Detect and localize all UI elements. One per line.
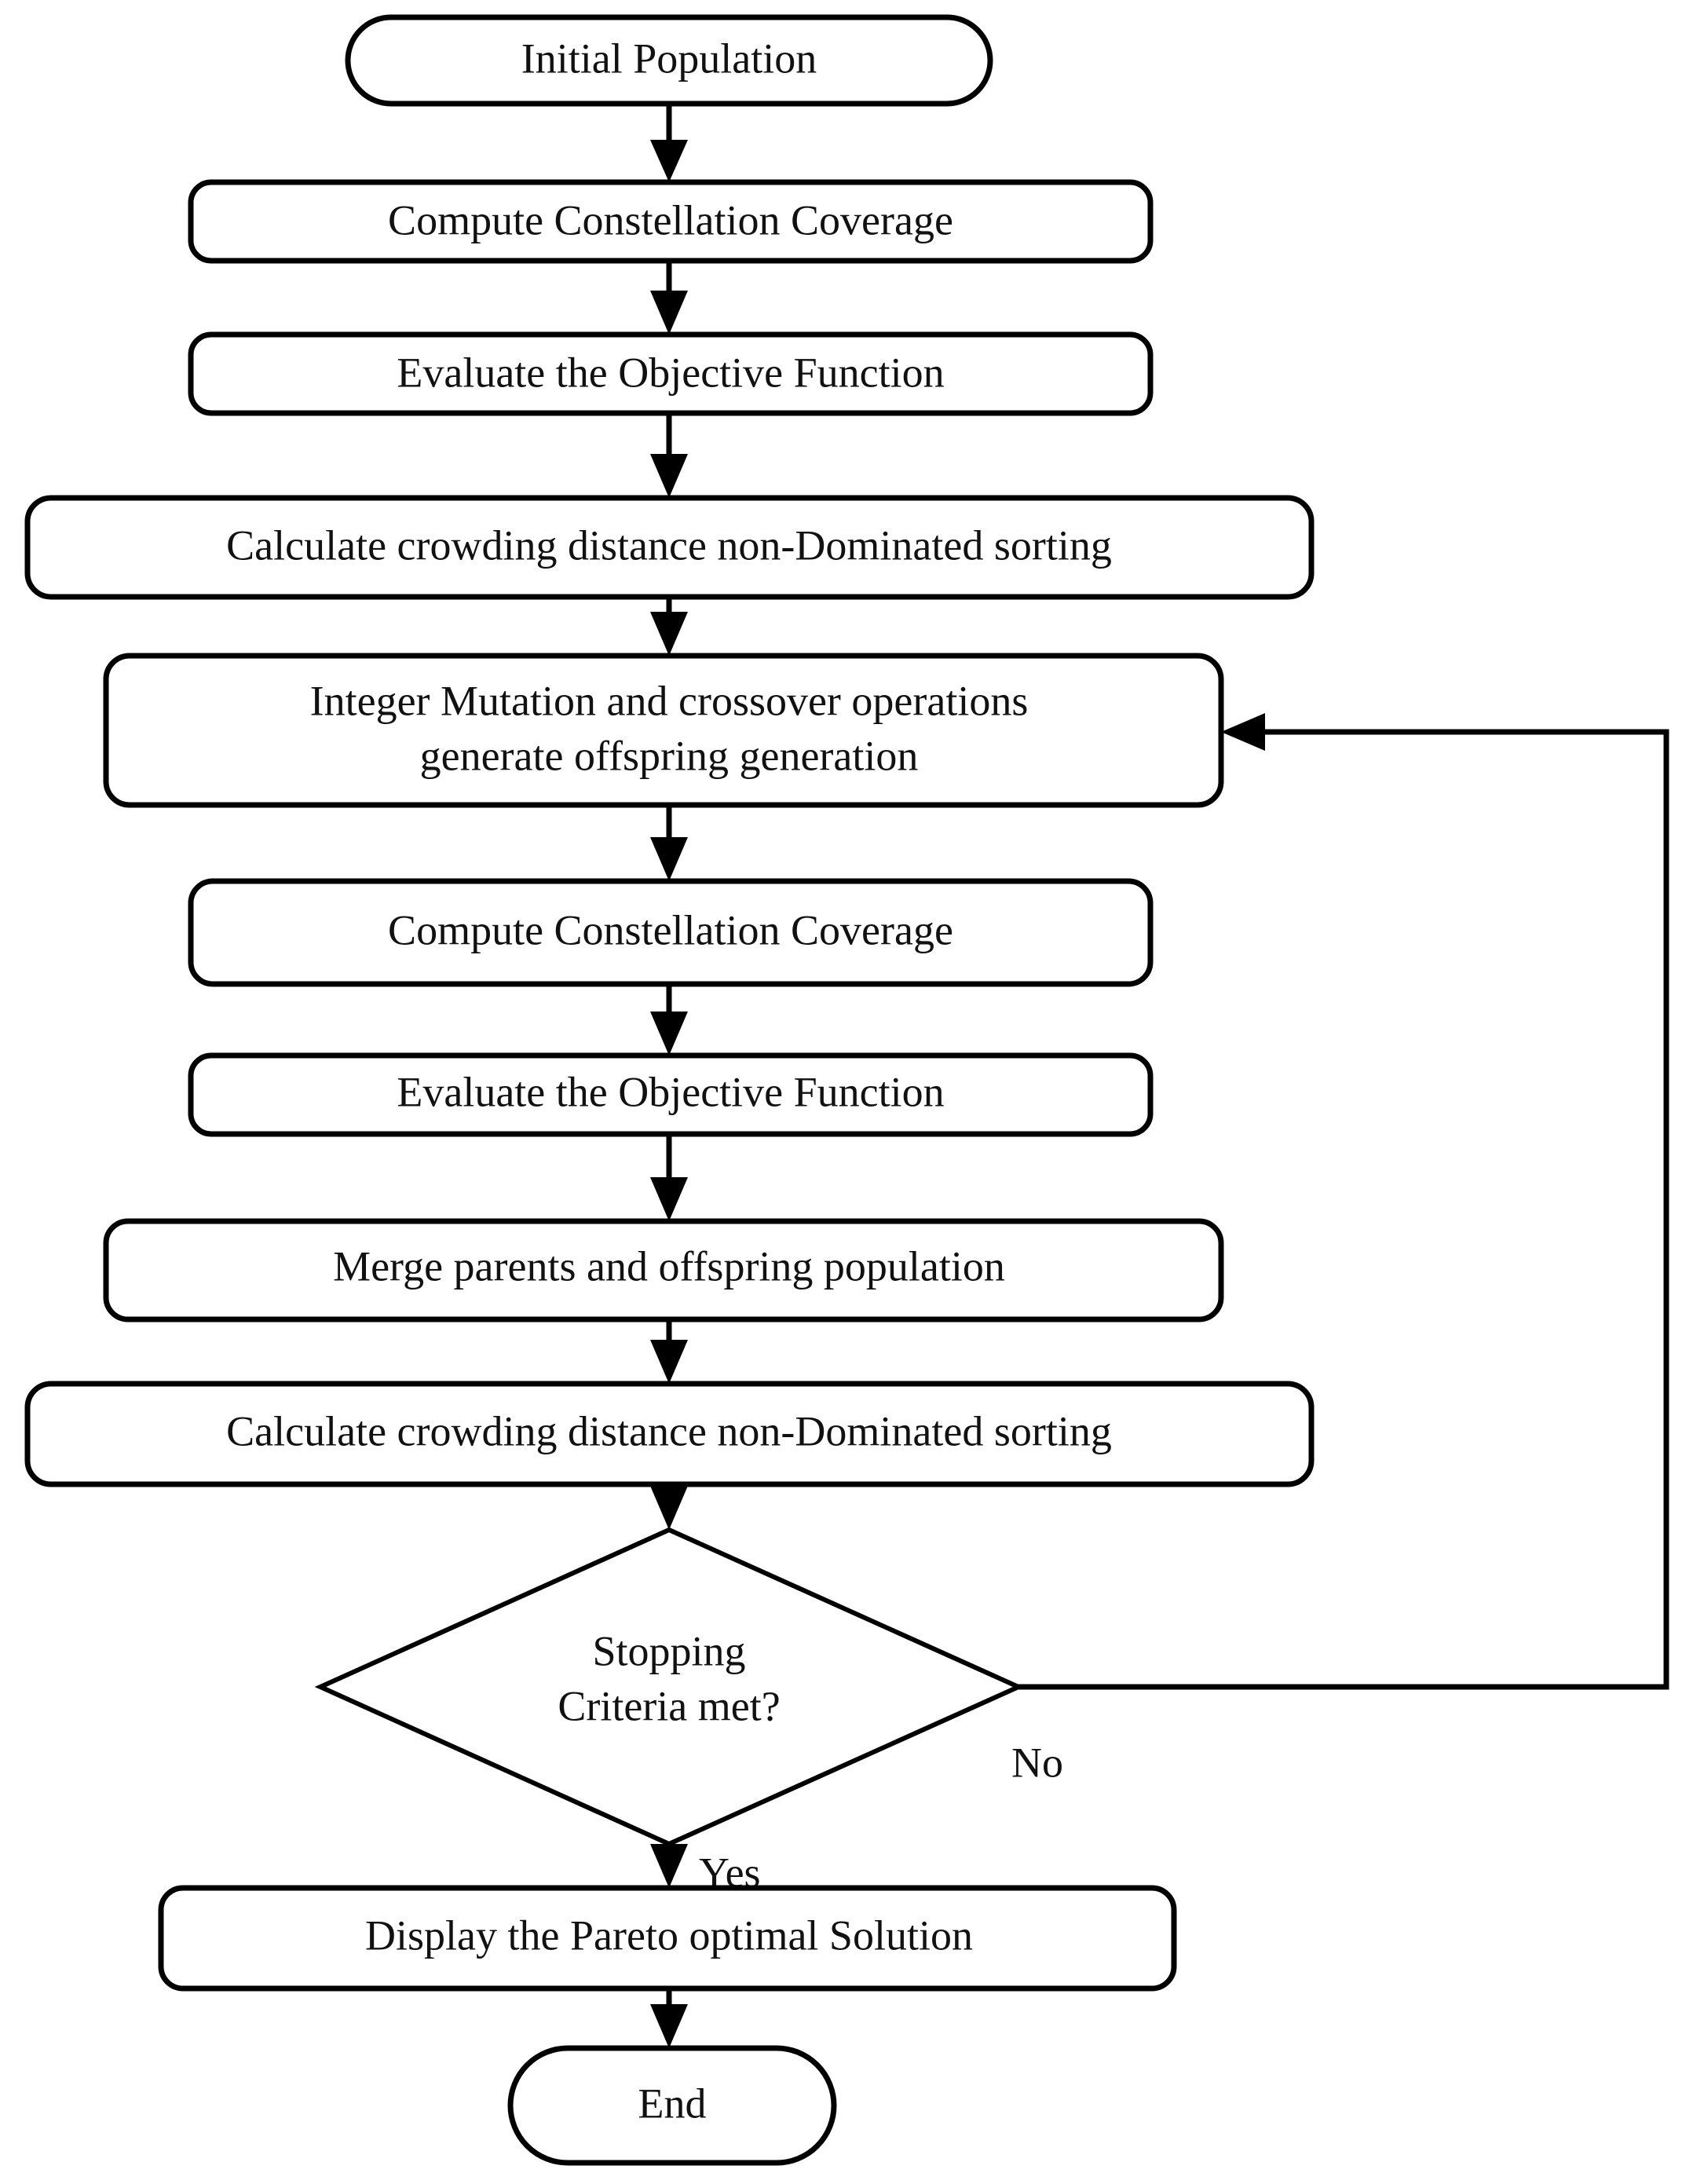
node-end[interactable]: End [507,2045,837,2166]
edge-compute-coverage-1-to-evaluate-1 [650,261,688,335]
edge-merge-to-crowding-sort-2 [650,1319,688,1384]
edge-compute-coverage-2-to-evaluate-2 [650,984,688,1055]
node-integer-mutation-crossover-line2: generate offspring generation [420,732,919,779]
node-evaluate-objective-function-1[interactable]: Evaluate the Objective Function [188,331,1154,416]
edge-evaluate-1-to-crowding-sort-1 [650,413,688,498]
node-crowding-distance-sorting-1-label: Calculate crowding distance non-Dominate… [226,521,1112,569]
node-merge-population-label: Merge parents and offspring population [333,1242,1005,1290]
node-stopping-criteria-decision[interactable]: Stopping Criteria met? [314,1527,1025,1847]
node-compute-constellation-coverage-1-label: Compute Constellation Coverage [388,196,953,243]
node-crowding-distance-sorting-2-label: Calculate crowding distance non-Dominate… [226,1407,1112,1454]
node-stopping-criteria-line2: Criteria met? [558,1682,780,1729]
node-evaluate-objective-function-1-label: Evaluate the Objective Function [397,349,944,396]
node-crowding-distance-sorting-2[interactable]: Calculate crowding distance non-Dominate… [24,1381,1315,1487]
edge-evaluate-2-to-merge [650,1134,688,1221]
node-compute-constellation-coverage-2-label: Compute Constellation Coverage [388,906,953,953]
node-display-pareto-solution[interactable]: Display the Pareto optimal Solution [158,1885,1177,1992]
node-crowding-distance-sorting-1[interactable]: Calculate crowding distance non-Dominate… [24,495,1315,600]
node-integer-mutation-crossover[interactable]: Integer Mutation and crossover operation… [103,653,1224,808]
edge-mutation-to-compute-coverage-2 [650,805,688,881]
edge-display-pareto-to-end [650,1988,688,2048]
node-compute-constellation-coverage-2[interactable]: Compute Constellation Coverage [188,878,1154,987]
edge-start-to-compute-coverage-1 [650,104,688,182]
edge-decision-no-feedback-loop [1018,713,1669,1690]
node-initial-population-label: Initial Population [521,35,817,82]
node-evaluate-objective-function-2[interactable]: Evaluate the Objective Function [188,1052,1154,1137]
node-merge-population[interactable]: Merge parents and offspring population [103,1218,1224,1322]
node-evaluate-objective-function-2-label: Evaluate the Objective Function [397,1068,944,1115]
node-compute-constellation-coverage-1[interactable]: Compute Constellation Coverage [188,179,1154,264]
node-stopping-criteria-line1: Stopping [592,1627,745,1674]
edge-crowding-sort-2-to-decision [650,1484,688,1530]
node-initial-population[interactable]: Initial Population [345,14,993,107]
node-integer-mutation-crossover-line1: Integer Mutation and crossover operation… [310,677,1029,724]
edge-label-no: No [1011,1739,1063,1786]
edge-decision-yes-to-display-pareto [650,1844,688,1888]
node-end-label: End [638,2080,707,2127]
node-display-pareto-solution-label: Display the Pareto optimal Solution [365,1911,973,1959]
edge-crowding-sort-1-to-mutation [650,597,688,656]
